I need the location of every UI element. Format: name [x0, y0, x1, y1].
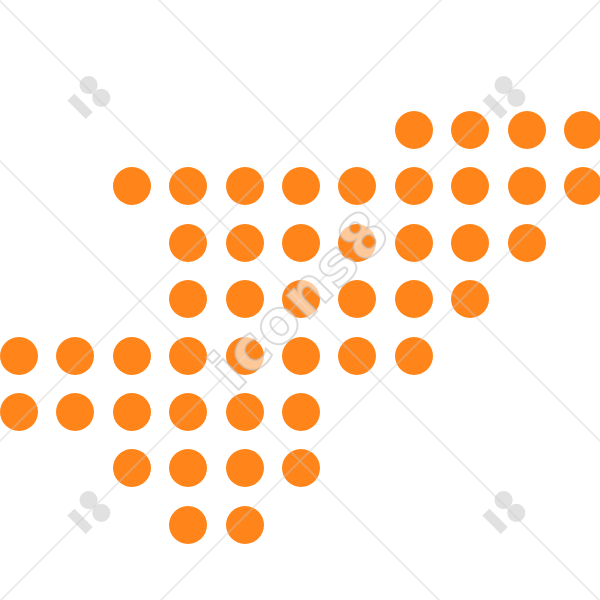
dot	[338, 223, 377, 262]
dot	[394, 336, 433, 375]
dot	[507, 223, 546, 262]
dot	[169, 505, 208, 544]
dot	[564, 167, 600, 206]
dot	[225, 336, 264, 375]
dot	[394, 167, 433, 206]
dot	[225, 167, 264, 206]
dot	[564, 111, 600, 149]
dot	[394, 223, 433, 262]
dot	[282, 167, 320, 206]
dot	[169, 223, 208, 262]
dot	[56, 336, 95, 375]
dot	[394, 280, 433, 319]
dot	[225, 393, 264, 431]
dot	[451, 111, 490, 149]
dot	[169, 336, 208, 375]
dot	[56, 393, 95, 431]
dot	[507, 111, 546, 149]
dot	[338, 280, 377, 319]
dot	[282, 393, 320, 431]
dot	[169, 280, 208, 319]
dot	[112, 336, 151, 375]
dot	[451, 280, 490, 319]
dot	[112, 167, 151, 206]
dot	[112, 393, 151, 431]
dot	[338, 336, 377, 375]
dot	[169, 449, 208, 488]
dot	[451, 223, 490, 262]
dot	[338, 167, 377, 206]
dot	[282, 449, 320, 488]
dot	[225, 223, 264, 262]
dot	[169, 167, 208, 206]
dot	[225, 280, 264, 319]
dot	[507, 167, 546, 206]
dot	[112, 449, 151, 488]
dot	[282, 223, 320, 262]
dot	[282, 280, 320, 319]
dot	[225, 449, 264, 488]
dot	[225, 505, 264, 544]
dot	[0, 336, 38, 375]
dot	[282, 336, 320, 375]
dot	[451, 167, 490, 206]
dot	[0, 393, 38, 431]
dot	[169, 393, 208, 431]
dot	[394, 111, 433, 149]
